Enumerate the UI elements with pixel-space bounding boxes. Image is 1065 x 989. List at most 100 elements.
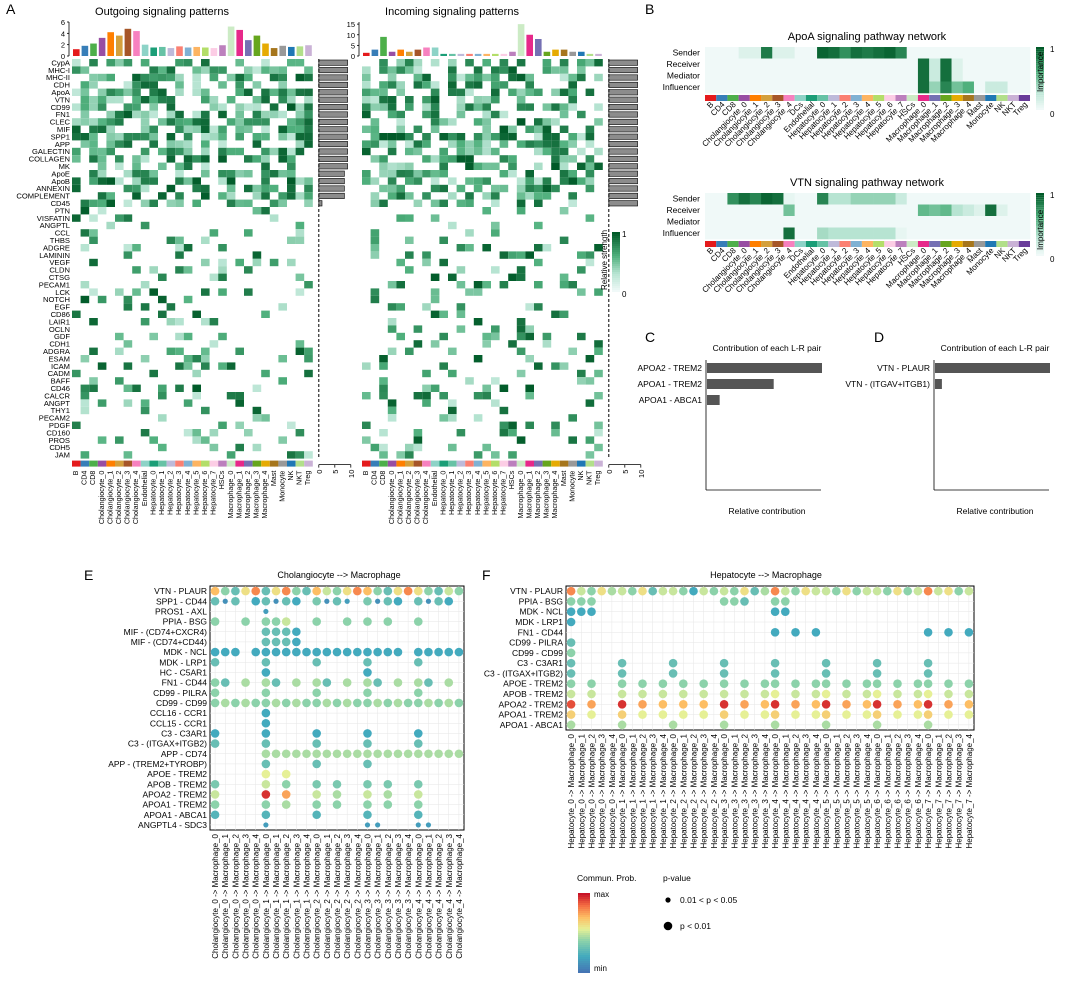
outgoing-heatmap-cell [166, 66, 176, 74]
apoa-network-group-color-Hepatocyte_5 [873, 95, 885, 101]
outgoing-heatmap-cell [192, 355, 201, 363]
apoa-network-cell [850, 70, 863, 82]
outgoing-heatmap-cell [166, 118, 176, 126]
vtn-network-cell [828, 227, 840, 240]
apoa-network-cell [705, 47, 717, 59]
outgoing-heatmap-cell [106, 73, 115, 82]
outgoing-heatmap-cell [123, 214, 133, 222]
panel-d-label: D [874, 329, 884, 345]
apoa-network-importance-gradient [1036, 61, 1044, 64]
outgoing-heatmap-cell [140, 177, 150, 185]
incoming-heatmap-cell [370, 118, 380, 126]
outgoing-xtick-Hepatocyte_4: Hepatocyte_4 [183, 471, 192, 515]
incoming-heatmap-cell [516, 177, 526, 185]
incoming-heatmap-cell [448, 133, 457, 141]
outgoing-heatmap-cell [278, 81, 287, 89]
incoming-xtick-Hepatocyte_1: Hepatocyte_1 [447, 471, 456, 515]
outgoing-heatmap-cell [192, 155, 201, 163]
vtn-network-cell [805, 204, 818, 217]
outgoing-heatmap-cell [89, 133, 98, 141]
incoming-heatmap-cell [413, 177, 423, 185]
apoa-network-cell [794, 70, 807, 82]
outgoing-heatmap-cell [115, 118, 124, 126]
vtn-network-xtick-B: B [705, 246, 715, 256]
outgoing-heatmap-cell [278, 110, 287, 119]
outgoing-heatmap-cell [175, 118, 184, 126]
incoming-heatmap-cell [465, 288, 474, 296]
outgoing-group-color-Hepatocyte_6 [201, 460, 210, 467]
outgoing-heatmap-cell [192, 88, 201, 96]
pathway-label-LCK: LCK [55, 288, 70, 297]
pathway-label-PECAM2: PECAM2 [39, 414, 70, 423]
incoming-heatmap-cell [568, 103, 577, 111]
incoming-heatmap-cell [422, 140, 431, 148]
pathway-label-OCLN: OCLN [49, 325, 70, 334]
pathway-label-APP: APP [55, 140, 70, 149]
outgoing-heatmap-cell [80, 384, 90, 392]
panel-d-bar-VTN - PLAUR [935, 363, 1050, 373]
apoa-network-cell [962, 58, 975, 71]
incoming-heatmap-cell [491, 110, 500, 119]
panel-f-point [566, 710, 576, 719]
outgoing-heatmap-cell [278, 133, 287, 141]
panel-e-point [322, 647, 332, 657]
incoming-heatmap-cell [534, 177, 543, 185]
panel-f-point [770, 669, 780, 678]
incoming-heatmap-cell [559, 73, 569, 82]
pathway-label-ADGRE: ADGRE [43, 243, 70, 252]
outgoing-heatmap-cell [209, 340, 219, 348]
panel-f-xlabel-31: Hepatocyte_6 -> Macrophage_1 [883, 733, 892, 848]
pathway-label-FN1: FN1 [56, 110, 70, 119]
panel-e-point [292, 647, 301, 657]
vtn-network-cell [873, 204, 885, 217]
outgoing-heatmap-cell [304, 199, 313, 207]
outgoing-heatmap-cell [209, 443, 219, 452]
panel-e-point [332, 647, 342, 657]
vtn-network-importance-gradient [1036, 197, 1044, 200]
incoming-heatmap-cell [499, 66, 509, 74]
panel-f-ylabel-VTN - PLAUR: VTN - PLAUR [510, 586, 563, 596]
panel-e-point [231, 586, 240, 596]
outgoing-xtick-Cholangiocyte_4: Cholangiocyte_4 [131, 471, 140, 525]
incoming-heatmap-cell [491, 229, 500, 237]
outgoing-heatmap-cell [140, 429, 150, 437]
incoming-heatmap-cell [577, 59, 586, 67]
incoming-heatmap-cell [448, 59, 457, 67]
panel-e-xlabel-20: Cholangiocyte_4 -> Macrophage_0 [414, 833, 423, 958]
incoming-heatmap-cell [387, 325, 397, 333]
apoa-network-importance-gradient [1036, 72, 1044, 75]
pathway-label-ICAM: ICAM [51, 362, 70, 371]
outgoing-heatmap-cell [287, 162, 296, 170]
outgoing-heatmap-cell [235, 199, 244, 207]
outgoing-heatmap-cell [123, 340, 133, 348]
incoming-heatmap-cell [559, 147, 569, 156]
incoming-heatmap-cell [499, 421, 509, 429]
apoa-network-cell [951, 81, 964, 94]
vtn-network-cell [749, 204, 762, 217]
panel-e-xlabel-21: Cholangiocyte_4 -> Macrophage_1 [424, 833, 433, 958]
outgoing-heatmap-cell [244, 66, 253, 74]
outgoing-heatmap-cell [218, 170, 227, 178]
outgoing-heatmap-cell [97, 162, 107, 170]
vtn-network-cell [727, 204, 739, 217]
outgoing-heatmap-cell [235, 347, 244, 355]
panel-f-xlabel-16: Hepatocyte_3 -> Macrophage_1 [730, 733, 739, 848]
incoming-heatmap-cell [439, 155, 448, 163]
incoming-heatmap-cell [516, 273, 526, 281]
panel-e-point [434, 586, 443, 596]
panel-f-point [760, 699, 770, 709]
outgoing-heatmap-cell [252, 258, 262, 267]
apoa-network-importance-gradient [1036, 103, 1044, 106]
incoming-heatmap-cell [525, 251, 534, 259]
incoming-heatmap-cell [430, 59, 440, 67]
incoming-xtick-CD4: CD4 [370, 471, 379, 485]
outgoing-top-bar-Endothelial [141, 44, 149, 56]
outgoing-heatmap-cell [89, 177, 98, 185]
apoa-network-cell [738, 58, 751, 71]
panel-e-point [231, 647, 240, 657]
apoa-network-cell [1007, 70, 1020, 82]
incoming-heatmap-cell [516, 369, 526, 378]
incoming-heatmap-cell [396, 170, 405, 178]
outgoing-heatmap-cell [123, 81, 133, 89]
outgoing-group-color-Hepatocyte_2 [166, 460, 176, 467]
